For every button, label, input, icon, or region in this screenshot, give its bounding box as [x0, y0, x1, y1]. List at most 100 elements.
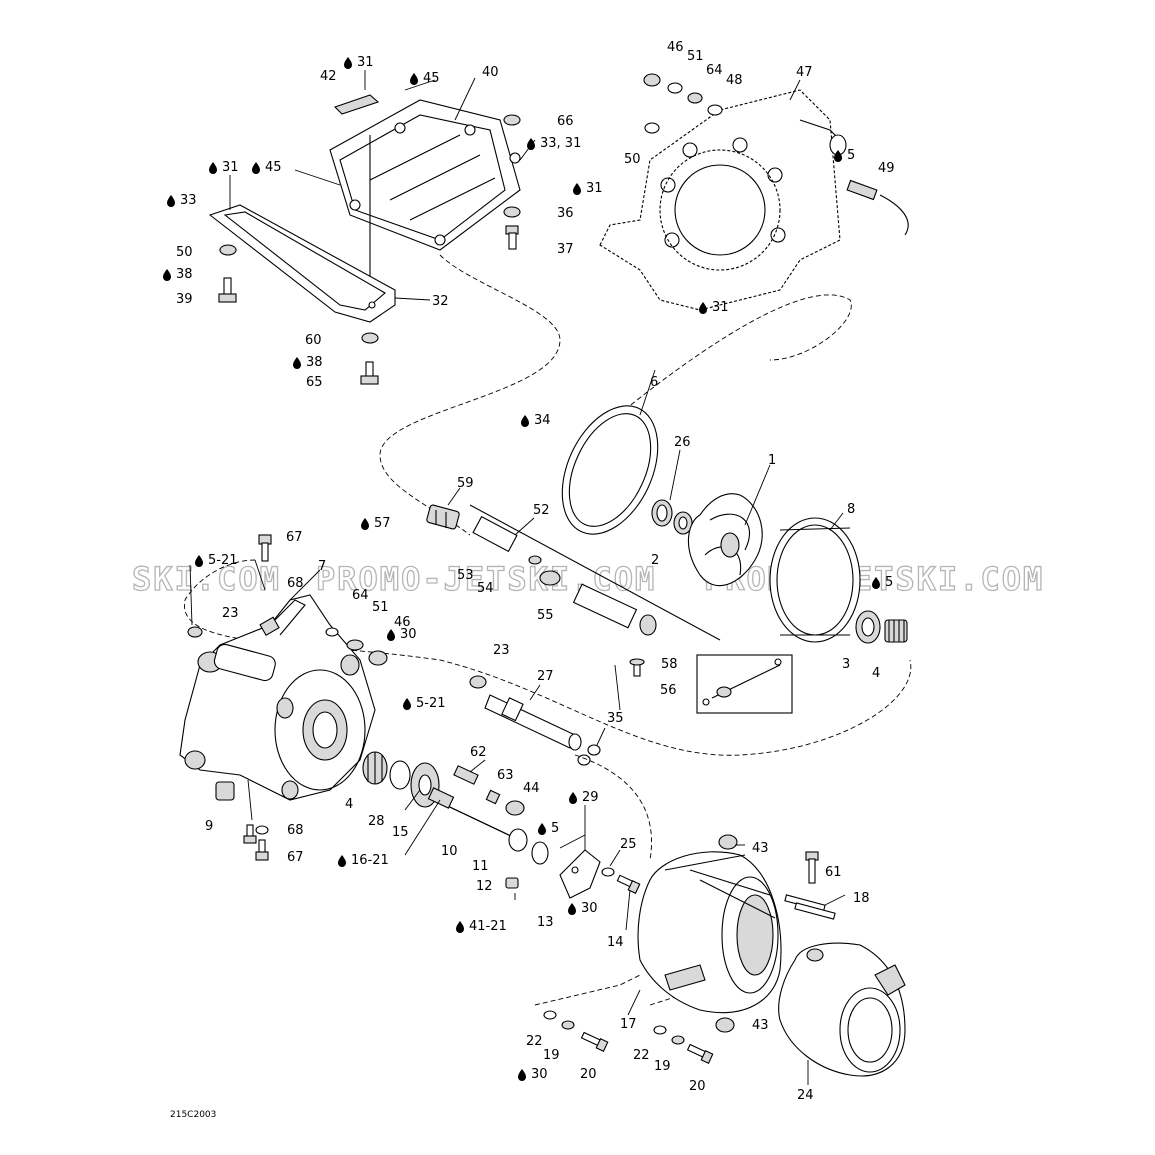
part-20-bolt-a [580, 1031, 609, 1052]
callout-4: 4 [345, 797, 353, 812]
lubricant-drop-icon [252, 162, 260, 174]
part-59-connector [426, 504, 460, 530]
lubricant-drop-icon [293, 357, 301, 369]
callout-3: 3 [842, 657, 850, 672]
callout-57: 57 [374, 516, 391, 531]
part-51-washer [667, 82, 683, 94]
leader-lines [189, 70, 846, 1085]
callout-64: 64 [352, 588, 369, 603]
lubricant-drop-icon [872, 577, 880, 589]
callout-31: 31 [586, 181, 603, 196]
callout-23: 23 [493, 643, 510, 658]
part-58-screw [629, 658, 645, 677]
callout-60: 60 [305, 333, 322, 348]
watermark-right: PROMO-JETSKI.COM [704, 560, 1044, 598]
callout-61: 61 [825, 865, 842, 880]
callout-32: 32 [432, 294, 449, 309]
callout-65: 65 [306, 375, 323, 390]
callout-8: 8 [847, 502, 855, 517]
part-56-inset [696, 654, 793, 714]
callout-34: 34 [534, 413, 551, 428]
callout-25: 25 [620, 837, 637, 852]
callout-33: 33 [180, 193, 197, 208]
callout-56: 56 [660, 683, 677, 698]
callout-50: 50 [624, 152, 641, 167]
callout-19: 19 [654, 1059, 671, 1074]
callout-62: 62 [470, 745, 487, 760]
part-46-nut [643, 73, 661, 87]
part-48-washer [707, 104, 723, 116]
callout-36: 36 [557, 206, 574, 221]
part-32-bracket [208, 204, 396, 323]
callout-40: 40 [482, 65, 499, 80]
part-12-plug [505, 877, 519, 889]
watermark-left: SKI.COM [132, 560, 281, 598]
callout-22: 22 [526, 1034, 543, 1049]
part-22-washer-b [653, 1025, 667, 1035]
part-40-plate [329, 99, 521, 295]
callout-46: 46 [394, 615, 411, 630]
callout-1: 1 [768, 453, 776, 468]
callout-45: 45 [423, 71, 440, 86]
callout-18: 18 [853, 891, 870, 906]
callout-14: 14 [607, 935, 624, 950]
callout-50: 50 [176, 245, 193, 260]
callout-51: 51 [372, 600, 389, 615]
part-42-pad [333, 94, 380, 115]
lubricant-drop-icon [163, 269, 171, 281]
assembly-dash-lower [534, 974, 641, 1006]
callout-35: 35 [607, 711, 624, 726]
lubricant-drop-icon [209, 162, 217, 174]
part-13-cover [559, 849, 601, 899]
callout-59: 59 [457, 476, 474, 491]
callout-30: 30 [531, 1067, 548, 1082]
callout-64: 64 [706, 63, 723, 78]
part-7-pump-housing [179, 594, 376, 801]
callout-9: 9 [205, 819, 213, 834]
callout-63: 63 [497, 768, 514, 783]
callout-38: 38 [176, 267, 193, 282]
part-67-bolt-lower [255, 839, 269, 861]
callout-23: 23 [222, 606, 239, 621]
callout-5: 5 [551, 821, 559, 836]
lubricant-drop-icon [344, 57, 352, 69]
part-65-bolt [360, 361, 379, 385]
callout-31: 31 [357, 55, 374, 70]
callout-67: 67 [287, 850, 304, 865]
part-36-washer [503, 206, 521, 218]
callout-5: 5 [847, 148, 855, 163]
part-35-oring-b [577, 754, 591, 766]
part-19-washer-b [671, 1035, 685, 1045]
callout-16-21: 16-21 [351, 853, 389, 868]
callout-52: 52 [533, 503, 550, 518]
lubricant-drop-icon [521, 415, 529, 427]
part-14-screw [616, 874, 641, 894]
callout-58: 58 [661, 657, 678, 672]
part-1-impeller [687, 493, 763, 587]
callout-30: 30 [400, 627, 417, 642]
callout-67: 67 [286, 530, 303, 545]
part-67-bolt-top [258, 534, 272, 562]
lubricant-drop-icon [834, 150, 842, 162]
callout-46: 46 [667, 40, 684, 55]
callout-28: 28 [368, 814, 385, 829]
part-6-ring [561, 405, 659, 535]
lubricant-drop-icon [569, 792, 577, 804]
part-26-bearing-inner [656, 504, 668, 522]
drawing-code: 215C2003 [170, 1110, 216, 1120]
callout-29: 29 [582, 790, 599, 805]
callout-38: 38 [306, 355, 323, 370]
callout-44: 44 [523, 781, 540, 796]
callout-48: 48 [726, 73, 743, 88]
part-35-oring-a [587, 744, 601, 756]
callout-11: 11 [472, 859, 489, 874]
callout-43: 43 [752, 1018, 769, 1033]
part-25-washer [601, 867, 615, 877]
part-49-fitting [846, 179, 909, 236]
part-50-washer [219, 244, 237, 256]
assembly-dash-right [599, 294, 852, 431]
lubricant-drop-icon [195, 555, 203, 567]
part-28-washer [389, 760, 411, 790]
assembly-dash-upper [379, 254, 561, 536]
